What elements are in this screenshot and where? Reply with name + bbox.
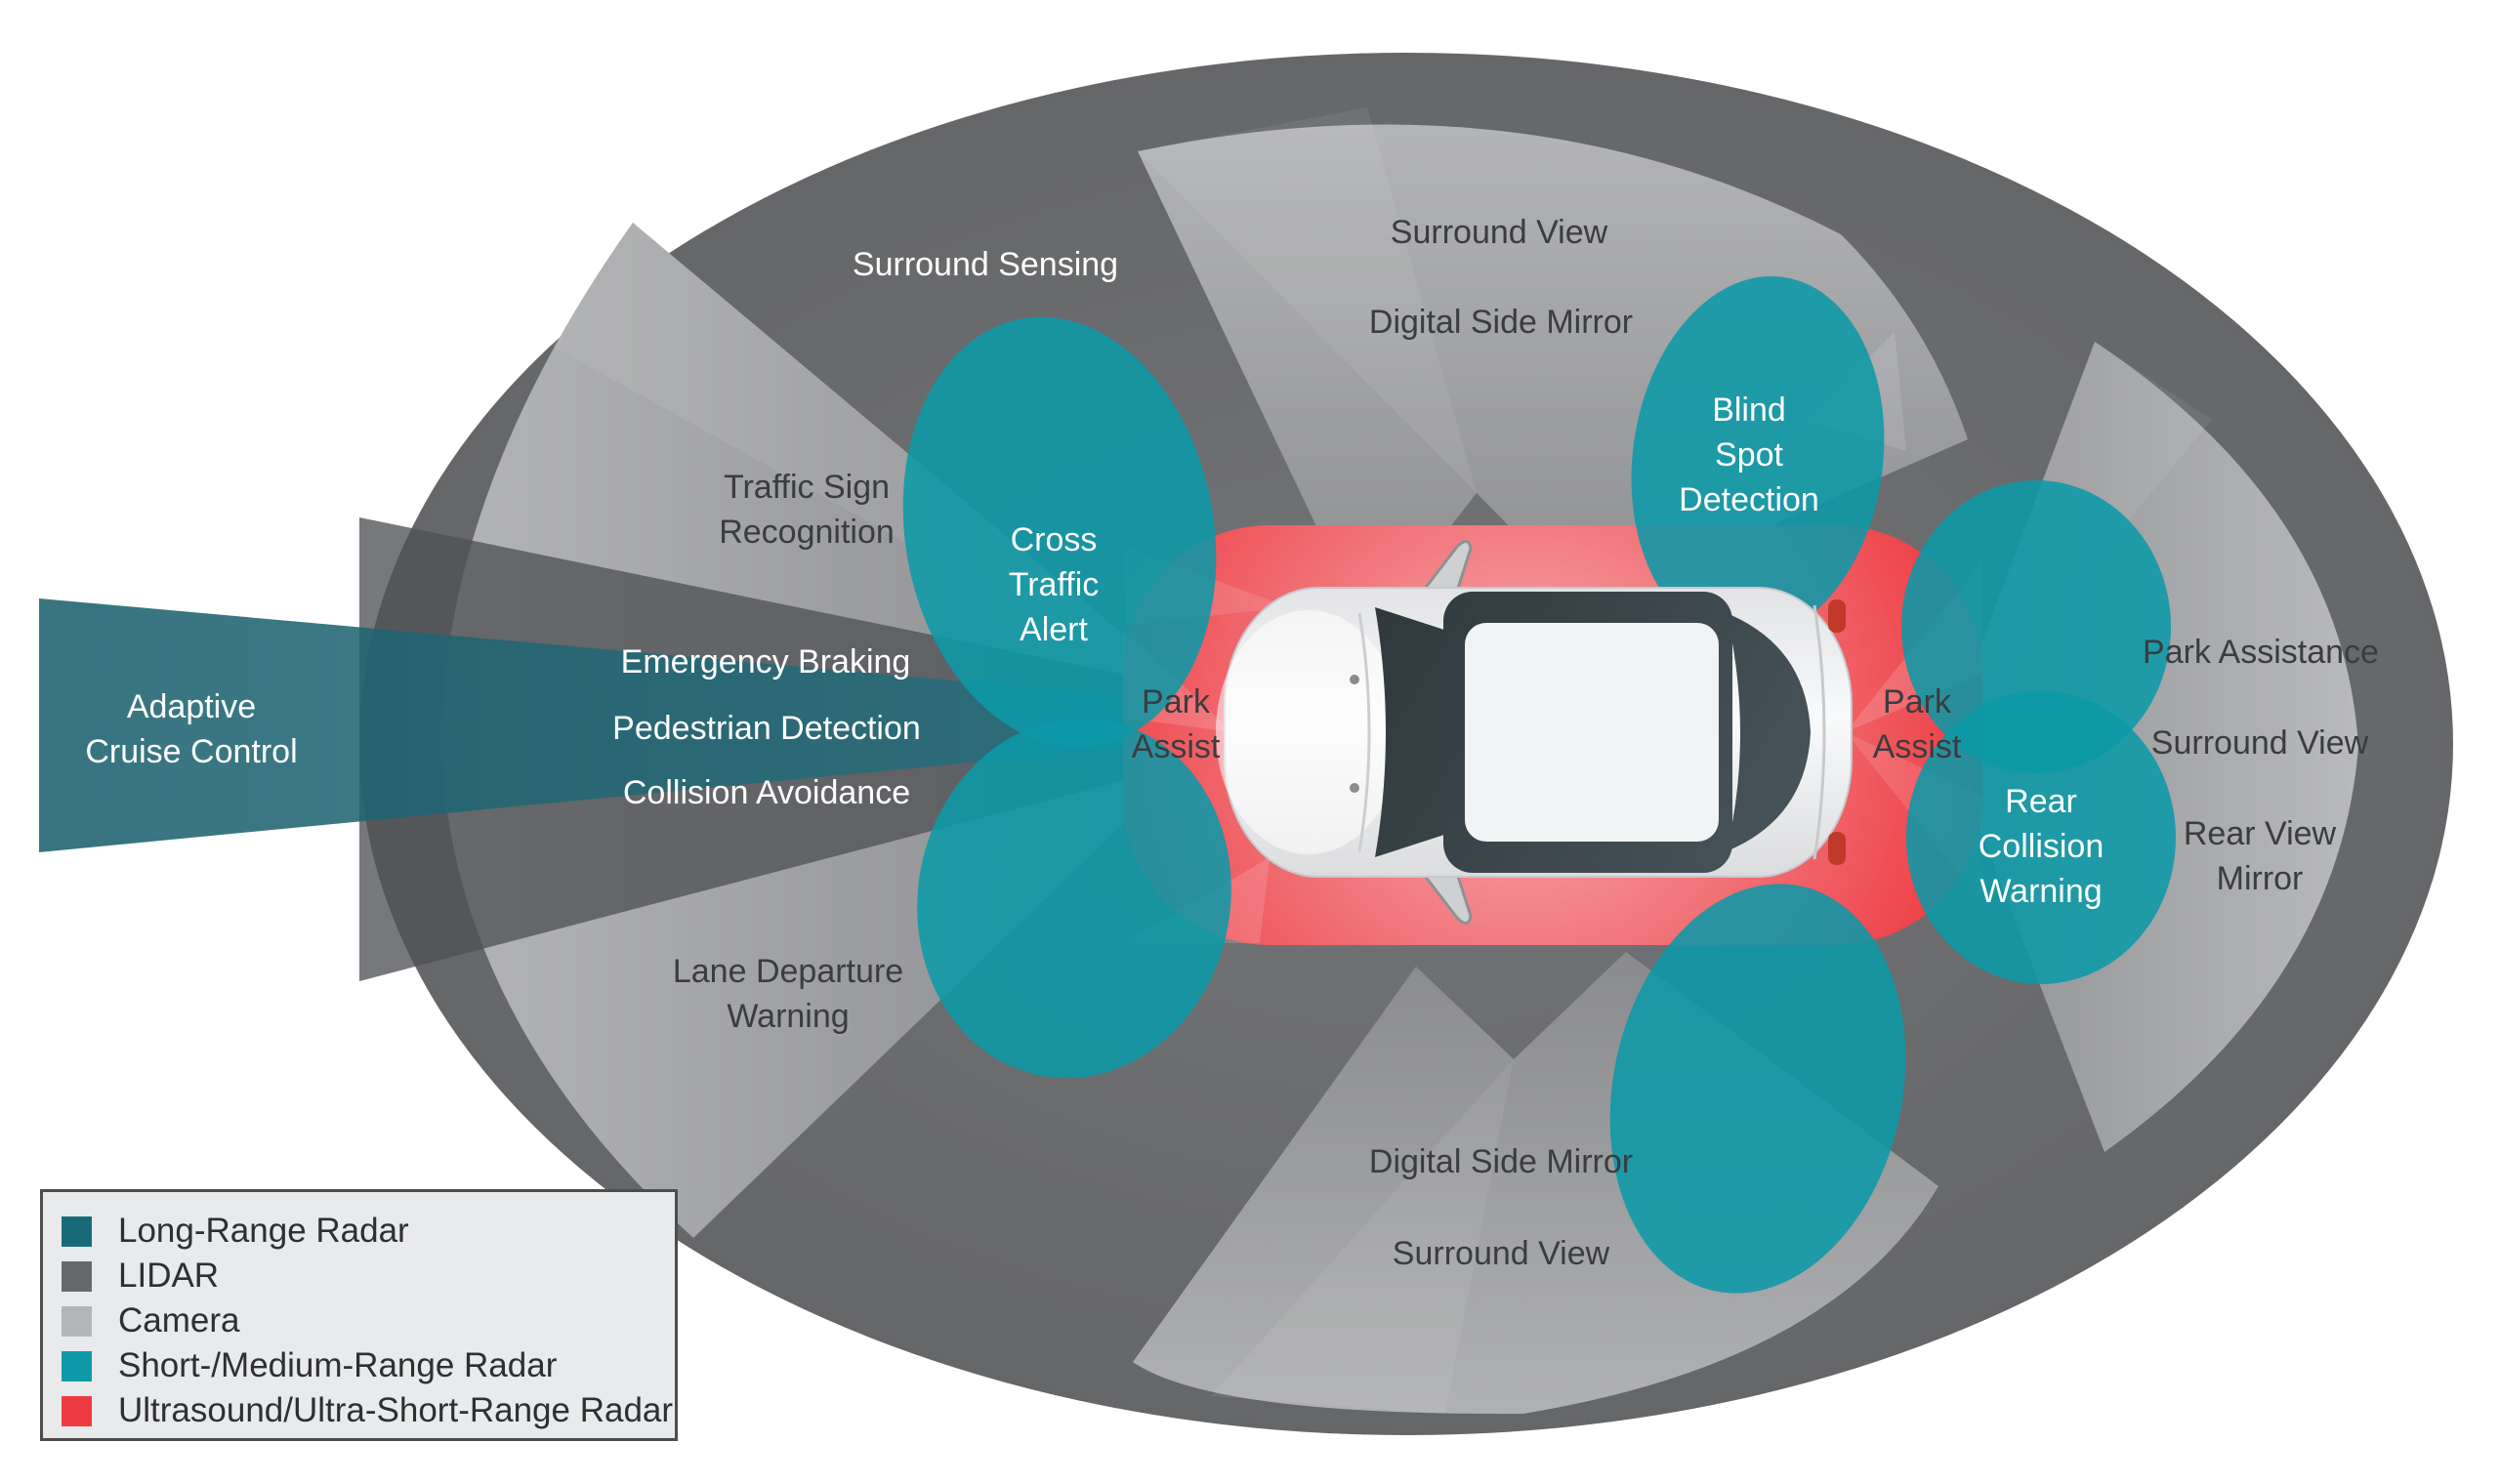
car-tail-light-bottom — [1828, 832, 1846, 865]
short-medium-radar-blob-rear-warning-lobe — [1906, 691, 2176, 984]
legend-label: LIDAR — [118, 1257, 220, 1295]
legend-label: Camera — [118, 1301, 240, 1340]
legend-label: Ultrasound/Ultra-Short-Range Radar — [118, 1391, 674, 1429]
car-tail-light-top — [1828, 599, 1846, 633]
sensor-slice-overlay — [1138, 107, 1477, 493]
legend-row-ultrasound: Ultrasound/Ultra-Short-Range Radar — [43, 1388, 675, 1433]
car-hood-dot — [1350, 675, 1359, 684]
car-windshield — [1375, 607, 1454, 857]
long-range-radar-cone — [39, 598, 1226, 852]
camera-swatch — [62, 1305, 92, 1337]
lidar-swatch — [62, 1260, 92, 1292]
ultrasound-swatch — [62, 1395, 92, 1426]
short-medium-radar-blob-blind-spot — [1631, 275, 1885, 642]
legend-row-lidar: LIDAR — [43, 1254, 675, 1298]
legend-label: Short-/Medium-Range Radar — [118, 1346, 558, 1384]
car-hood-line — [1357, 612, 1371, 852]
short-medium-radar-blob-rear-lower — [1609, 884, 1906, 1294]
sensor-slice-overlay — [1211, 1059, 1514, 1414]
car-roof — [1465, 623, 1719, 842]
car-hood-highlight — [1216, 610, 1401, 854]
car-trunk-line — [1812, 604, 1826, 860]
short-medium-radar-blob-front-upper — [902, 316, 1217, 748]
car — [1216, 540, 1853, 925]
car-rear-window — [1727, 613, 1811, 851]
legend-row-long-range-radar: Long-Range Radar — [43, 1209, 675, 1254]
long-range-radar-swatch — [62, 1216, 92, 1247]
short-medium-radar-blob-rear-upper-lobe — [1901, 480, 2171, 773]
short-medium-radar-blob-front-lower — [917, 718, 1231, 1079]
legend-row-camera: Camera — [43, 1298, 675, 1343]
legend-row-short-medium-range-radar: Short-/Medium-Range Radar — [43, 1343, 675, 1388]
car-hood-dot — [1350, 783, 1359, 793]
legend: Long-Range Radar LIDAR Camera Short-/Med… — [40, 1189, 678, 1441]
legend-label: Long-Range Radar — [118, 1212, 409, 1250]
short-medium-range-radar-swatch — [62, 1350, 92, 1381]
